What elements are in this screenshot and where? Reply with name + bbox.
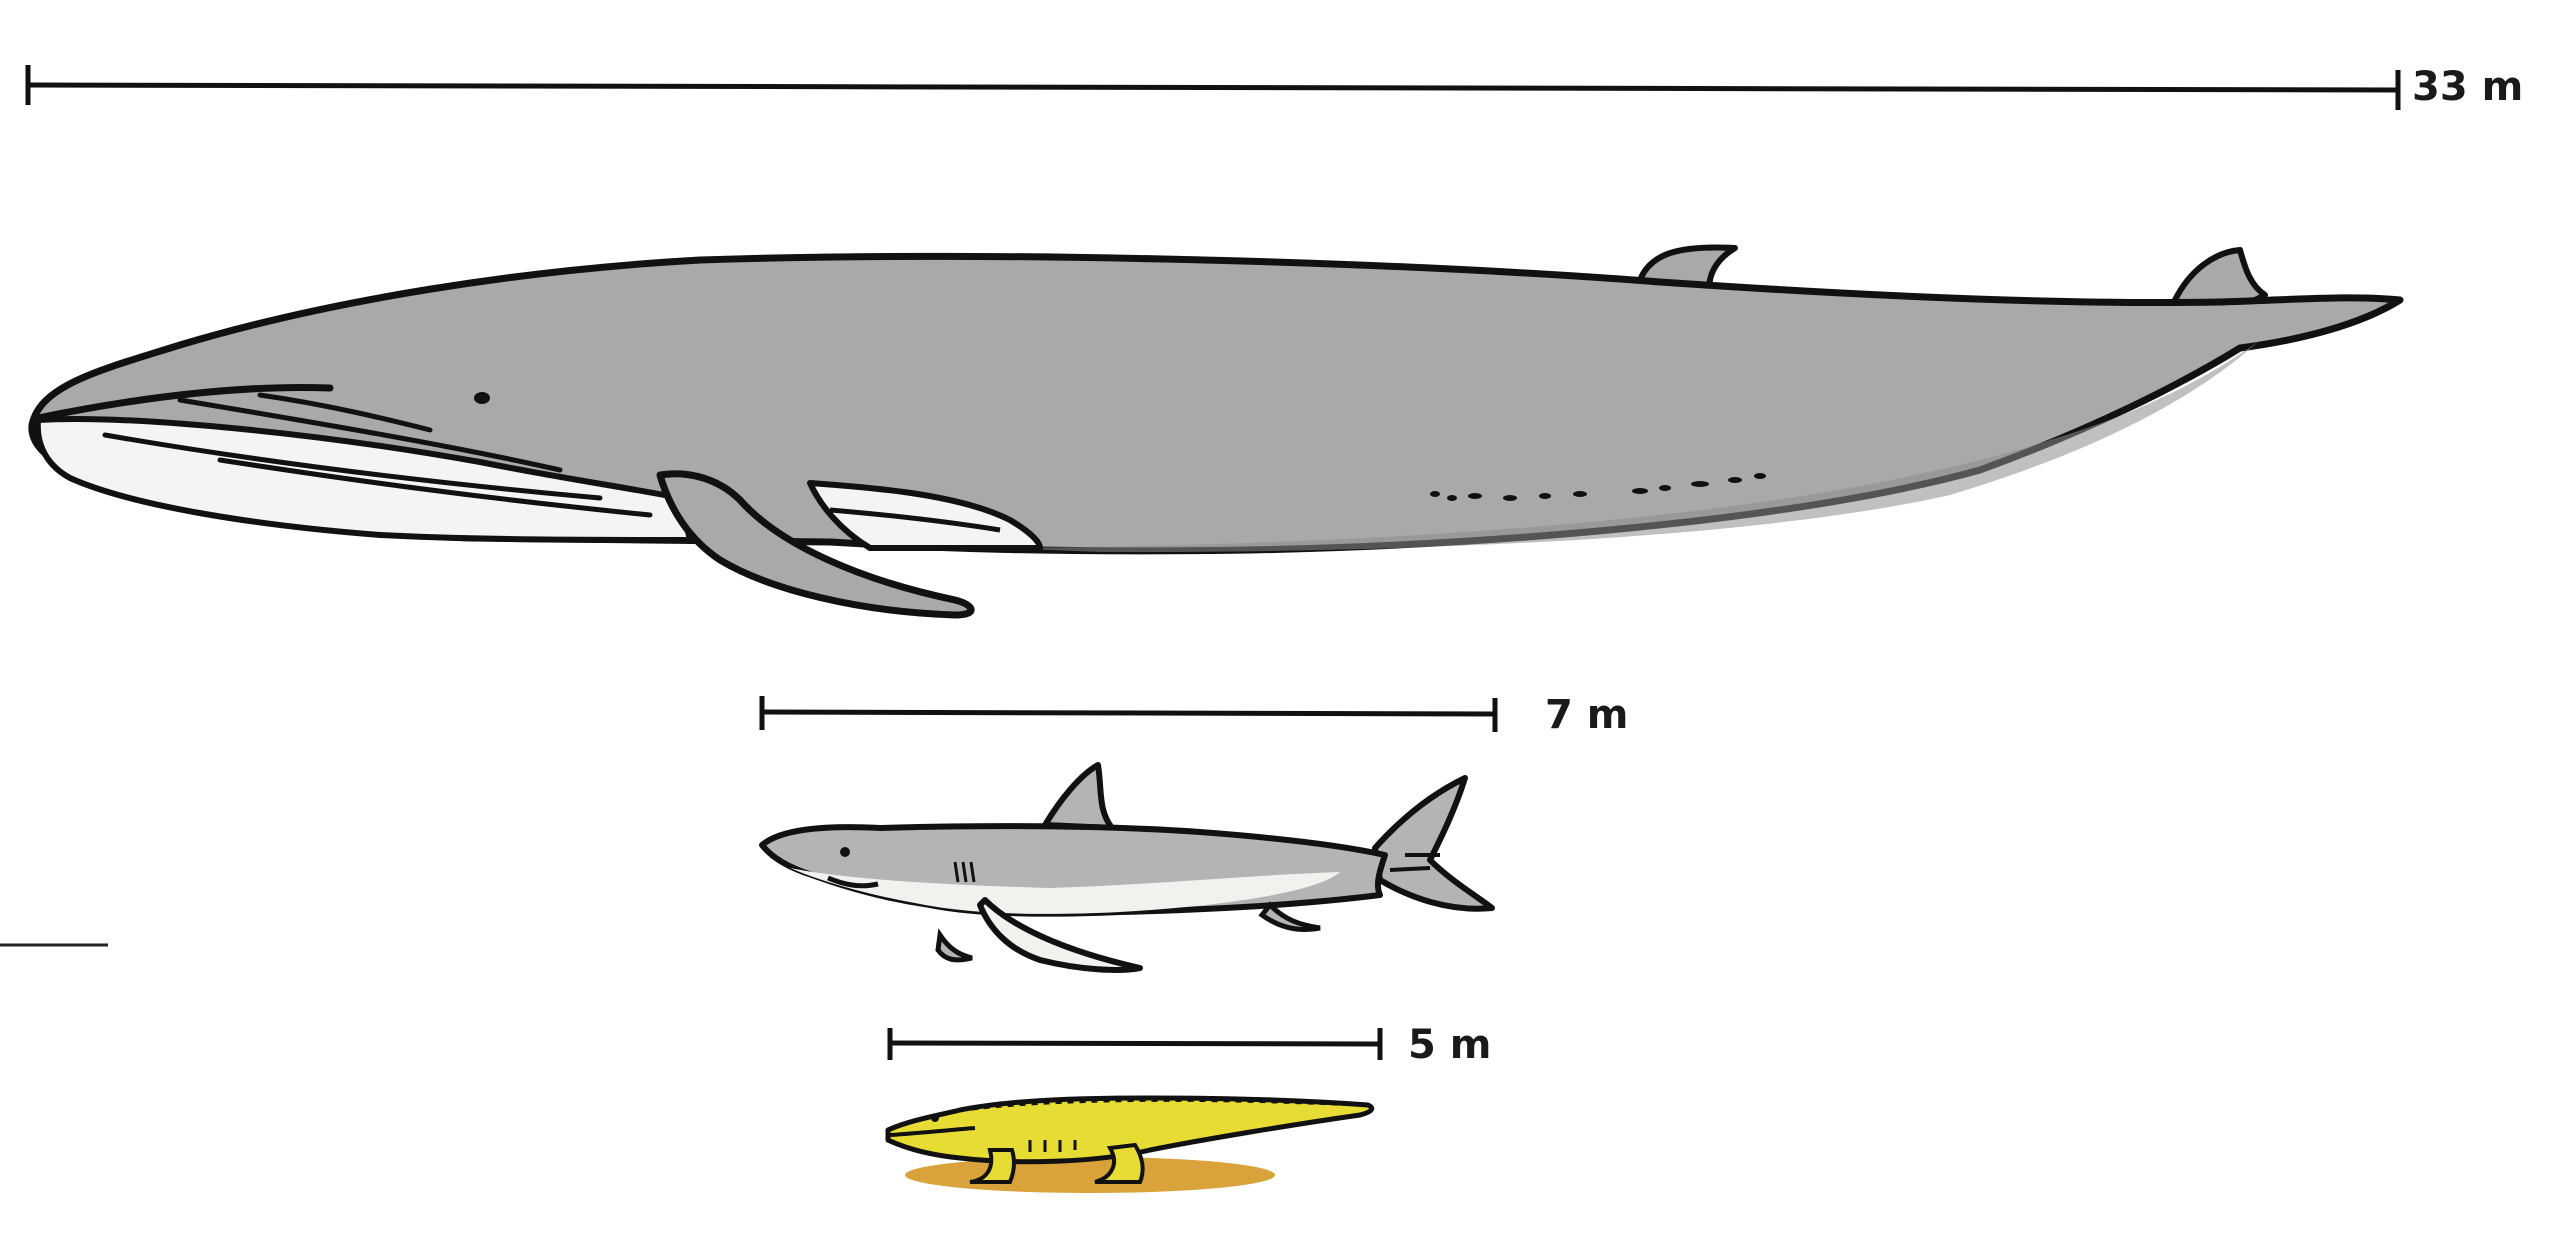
shark-tail — [1375, 778, 1492, 909]
shark-scale-label: 7 m — [1545, 692, 1628, 738]
shark-dorsal-fin — [1045, 765, 1112, 828]
whale-scale-label: 33 m — [2412, 64, 2523, 110]
crocodile-scale-label: 5 m — [1408, 1022, 1491, 1068]
crocodile-shadow — [905, 1157, 1275, 1193]
crocodile-figure — [888, 1098, 1372, 1193]
crocodile-scale-bar — [890, 1028, 1380, 1060]
shark-figure — [762, 765, 1492, 970]
whale-scale-bar — [28, 65, 2398, 110]
whale-figure — [32, 247, 2400, 615]
shark-scale-bar — [762, 696, 1495, 732]
